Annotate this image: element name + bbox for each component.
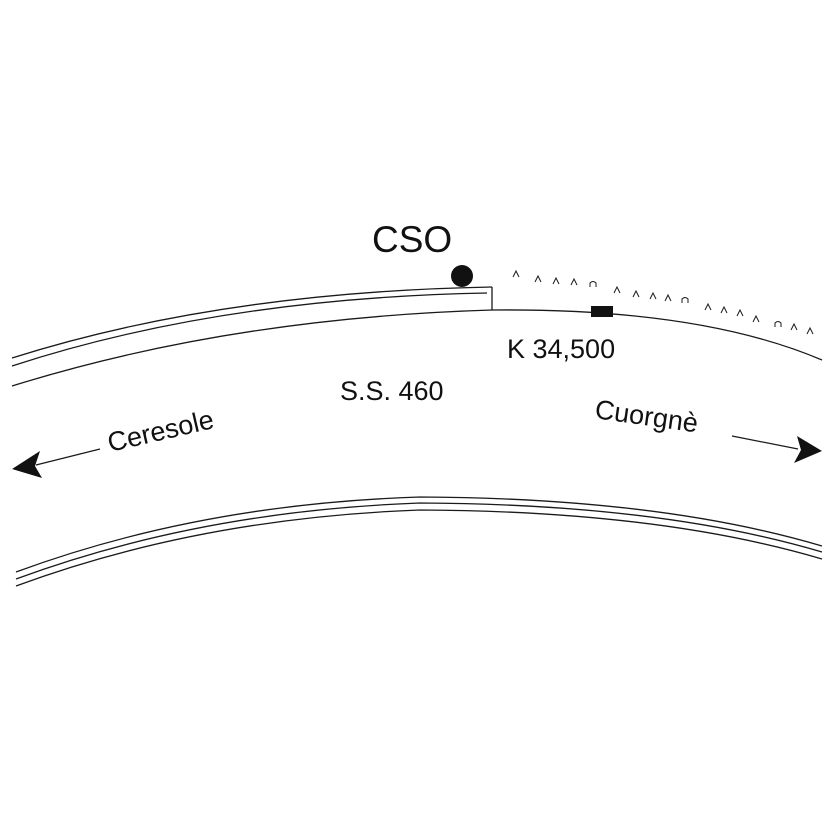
vegetation-chevron	[632, 289, 640, 298]
vegetation-chevron	[774, 321, 782, 327]
arrow-left-icon	[12, 448, 101, 478]
vegetation-chevron	[613, 285, 621, 294]
vegetation-chevron	[664, 293, 672, 302]
vegetation-chevron	[534, 274, 542, 283]
upper-road-edge	[11, 286, 823, 387]
lower-road-edge-3	[15, 509, 823, 587]
kilometer-label: K 34,500	[507, 334, 615, 364]
upper-road-edge-main	[11, 309, 823, 387]
destination-east-label: Cuorgnè	[593, 394, 700, 438]
lower-road-edge	[15, 496, 823, 587]
arrow-right-icon	[731, 435, 822, 463]
kilometer-marker-icon	[591, 306, 613, 317]
vegetation-chevron	[720, 305, 728, 314]
vegetation-chevron	[512, 269, 520, 278]
vegetation-chevron	[806, 326, 814, 335]
vegetation-chevron	[589, 281, 597, 287]
vegetation-chevron	[570, 277, 578, 286]
vegetation-chevron	[704, 302, 712, 311]
station-dot-icon	[451, 265, 473, 287]
vegetation-chevron	[790, 322, 798, 331]
vegetation-marks	[512, 269, 814, 335]
vegetation-chevron	[736, 308, 744, 317]
upper-road-edge-outer	[11, 286, 493, 359]
upper-road-edge-inner	[11, 292, 488, 367]
destination-west-label: Ceresole	[105, 404, 217, 458]
road-label: S.S. 460	[340, 376, 444, 406]
vegetation-chevron	[752, 314, 760, 323]
station-label: CSO	[372, 219, 452, 260]
vegetation-chevron	[681, 297, 689, 303]
lower-road-edge-1	[15, 496, 823, 573]
vegetation-chevron	[552, 276, 560, 285]
vegetation-chevron	[649, 291, 657, 300]
lower-road-edge-2	[15, 502, 823, 580]
